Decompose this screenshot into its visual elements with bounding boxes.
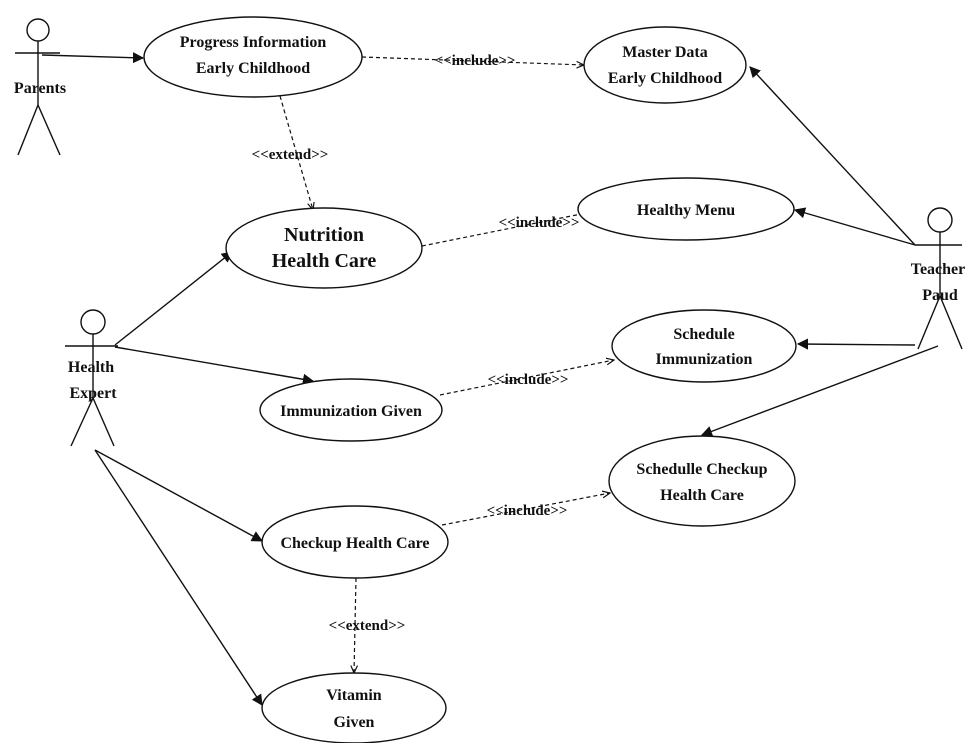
use-case-immunization-given: Immunization Given: [259, 378, 443, 442]
actor-parents-label: Parents: [14, 80, 66, 97]
assoc-expert-immunization: [114, 346, 315, 385]
label-progress-include-master: <<include>>: [435, 53, 516, 69]
use-case-progress-information-line2: Early Childhood: [196, 60, 310, 77]
use-case-vitamin-given-line1: Vitamin: [326, 687, 382, 704]
use-case-schedule-immunization-line2: Immunization: [656, 351, 753, 368]
label-nutrition-include-menu: <<include>>: [499, 215, 580, 231]
actor-health-expert: Health Expert: [65, 309, 118, 447]
assoc-expert-checkup: [94, 449, 263, 542]
use-case-schedulle-checkup-line1: Schedulle Checkup: [636, 461, 767, 478]
label-checkup-include-schedule: <<include>>: [487, 503, 568, 519]
use-case-schedule-immunization-line1: Schedule: [673, 326, 734, 343]
use-case-vitamin-given: Vitamin Given: [261, 672, 447, 743]
use-case-healthy-menu: Healthy Menu: [577, 177, 795, 241]
use-case-master-data: Master Data Early Childhood: [583, 26, 747, 104]
use-case-nutrition-health-care-line2: Health Care: [272, 250, 377, 272]
label-immunization-include-schedule: <<include>>: [488, 372, 569, 388]
dep-checkup-extend-vitamin: [354, 577, 356, 673]
actor-health-expert-label-line2: Expert: [69, 385, 117, 402]
assoc-teacher-schedulle-checkup: [700, 345, 939, 437]
assoc-teacher-master: [749, 66, 916, 246]
actor-parents: Parents: [14, 18, 66, 156]
use-case-nutrition-health-care: Nutrition Health Care: [225, 207, 423, 289]
actor-teacher-paud-label-line2: Paud: [922, 287, 958, 304]
label-checkup-extend-vitamin: <<extend>>: [329, 618, 406, 634]
use-case-schedulle-checkup-line2: Health Care: [660, 487, 744, 504]
use-case-nutrition-health-care-line1: Nutrition: [284, 224, 364, 246]
assoc-expert-nutrition: [114, 251, 233, 346]
use-case-schedule-immunization: Schedule Immunization: [611, 309, 797, 383]
use-case-schedulle-checkup: Schedulle Checkup Health Care: [608, 435, 796, 527]
actor-health-expert-label-line1: Health: [68, 359, 114, 376]
use-case-master-data-line1: Master Data: [622, 44, 707, 61]
assoc-parents-progress: [41, 52, 145, 64]
actor-teacher-paud-label-line1: Teacher: [911, 261, 966, 278]
dep-checkup-include-schedule: [441, 493, 610, 526]
use-case-checkup-health-care: Checkup Health Care: [261, 505, 449, 579]
dep-immunization-include-schedule: [439, 360, 614, 396]
dep-nutrition-include-menu: [421, 208, 607, 247]
use-case-immunization-given-line1: Immunization Given: [280, 403, 422, 420]
label-progress-extend-nutrition: <<extend>>: [252, 147, 329, 163]
dep-progress-extend-nutrition: [279, 95, 313, 210]
dep-progress-include-master: [361, 56, 584, 65]
actor-teacher-paud: Teacher Paud: [911, 207, 966, 350]
use-case-checkup-health-care-line1: Checkup Health Care: [280, 535, 429, 552]
use-case-healthy-menu-line1: Healthy Menu: [637, 202, 735, 219]
use-case-vitamin-given-line2: Given: [334, 714, 375, 731]
assoc-teacher-schedule-immunization: [796, 338, 916, 350]
use-case-master-data-line2: Early Childhood: [608, 70, 722, 87]
use-case-progress-information-line1: Progress Information: [180, 34, 327, 51]
assoc-expert-vitamin: [94, 449, 263, 706]
assoc-teacher-menu: [793, 207, 916, 246]
use-case-progress-information: Progress Information Early Childhood: [143, 16, 363, 98]
